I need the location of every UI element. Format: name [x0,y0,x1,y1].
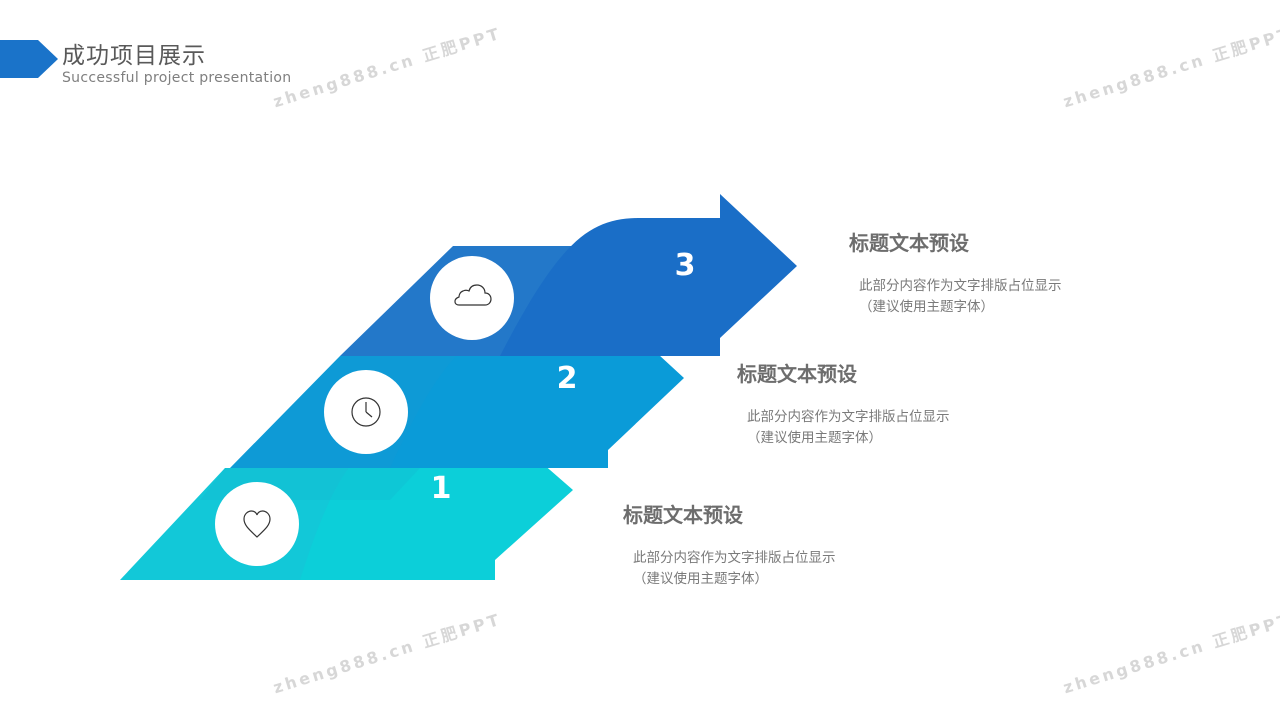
step-3-text: 标题文本预设 此部分内容作为文字排版占位显示 （建议使用主题字体） [849,227,1179,318]
step-2-desc-line2: （建议使用主题字体） [747,430,882,446]
step-3-desc-line2: （建议使用主题字体） [859,299,994,315]
cloud-icon [454,284,492,306]
step-3-number: 3 [675,248,696,283]
step-3-heading: 标题文本预设 [849,231,969,255]
step-1-description: 此部分内容作为文字排版占位显示 （建议使用主题字体） [633,548,953,590]
heart-icon [243,510,271,538]
step-1-heading: 标题文本预设 [623,503,743,527]
step-2-icon-badge [324,370,408,454]
step-1-desc-line2: （建议使用主题字体） [633,571,768,587]
step-1-text: 标题文本预设 此部分内容作为文字排版占位显示 （建议使用主题字体） [623,499,953,590]
step-3-desc-line1: 此部分内容作为文字排版占位显示 [859,278,1062,294]
title-arrow-marker [0,40,58,78]
page-subtitle: Successful project presentation [62,70,292,86]
step-2-heading: 标题文本预设 [737,362,857,386]
step-1-icon-badge [215,482,299,566]
step-1-desc-line1: 此部分内容作为文字排版占位显示 [633,550,836,566]
step-2-number: 2 [557,361,578,396]
step-3-description: 此部分内容作为文字排版占位显示 （建议使用主题字体） [859,276,1179,318]
step-3-icon-badge [430,256,514,340]
page-title: 成功项目展示 [62,43,206,69]
step-2-text: 标题文本预设 此部分内容作为文字排版占位显示 （建议使用主题字体） [737,358,1067,449]
clock-icon [351,397,381,427]
step-2-description: 此部分内容作为文字排版占位显示 （建议使用主题字体） [747,407,1067,449]
step-1-number: 1 [431,471,452,506]
step-3-arrow [340,194,797,356]
step-2-desc-line1: 此部分内容作为文字排版占位显示 [747,409,950,425]
